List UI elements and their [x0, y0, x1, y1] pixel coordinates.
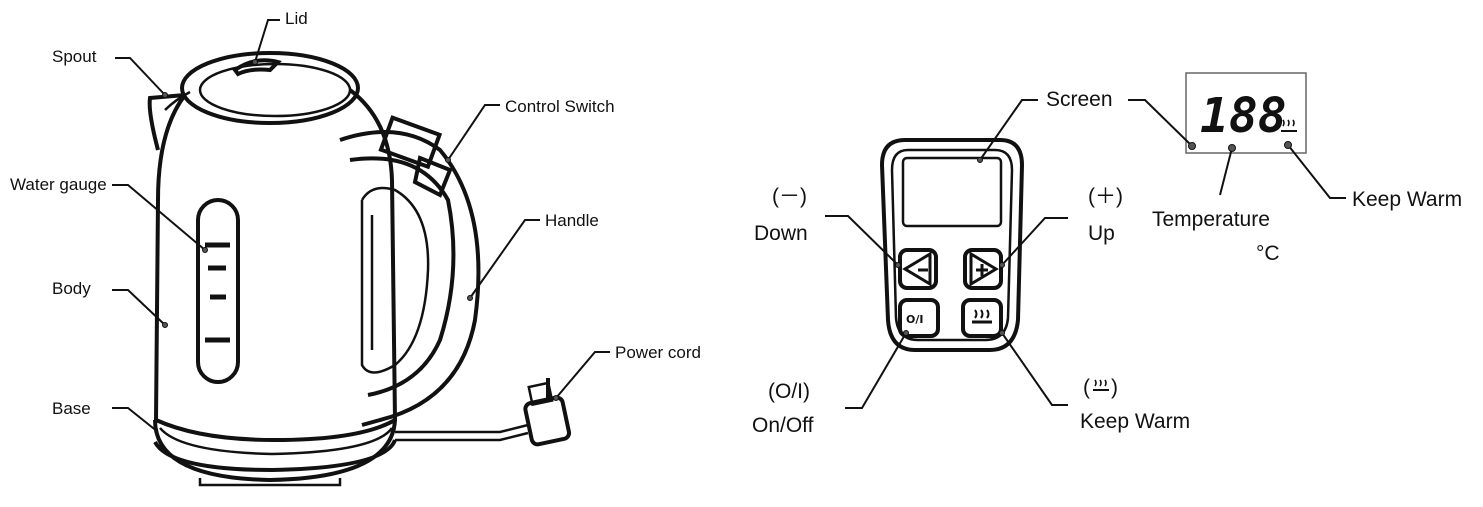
label-keepwarm: Keep Warm	[1080, 410, 1190, 433]
display-leaders	[1128, 99, 1346, 199]
label-temperature-unit: °C	[1256, 242, 1280, 265]
label-water-gauge: Water gauge	[10, 175, 107, 194]
label-lid: Lid	[285, 9, 308, 28]
label-onoff-symbol: (O/I)	[768, 380, 810, 403]
label-display-keep-warm: Keep Warm	[1352, 188, 1462, 211]
down-button[interactable]	[898, 248, 938, 290]
label-temperature: Temperature	[1152, 208, 1270, 231]
label-spout: Spout	[52, 47, 97, 66]
steam-icon	[1281, 119, 1297, 132]
label-down: Down	[754, 222, 808, 245]
steam-icon	[972, 309, 992, 324]
screen-window	[901, 156, 1003, 228]
lcd-display: 188	[1185, 72, 1307, 154]
onoff-button[interactable]: O/I	[898, 298, 940, 338]
svg-text:): )	[1111, 376, 1118, 399]
kettle-leaders	[112, 19, 610, 433]
label-control-switch: Control Switch	[505, 97, 615, 116]
label-body: Body	[52, 279, 91, 298]
steam-icon	[1093, 379, 1109, 391]
label-base: Base	[52, 399, 91, 418]
onoff-button-text: O/I	[906, 313, 923, 326]
keepwarm-button[interactable]	[961, 298, 1003, 338]
plus-icon	[976, 264, 988, 276]
label-down-symbol: (－)	[772, 185, 807, 208]
label-power-cord: Power cord	[615, 343, 701, 362]
panel-leaders	[825, 99, 1068, 409]
label-screen: Screen	[1046, 88, 1113, 111]
control-panel	[879, 138, 1025, 352]
label-keepwarm-symbol: ( )	[1083, 376, 1118, 399]
svg-text:(: (	[1083, 376, 1090, 399]
up-button[interactable]	[963, 248, 1003, 290]
label-up: Up	[1088, 222, 1115, 245]
display-digits: 188	[1200, 88, 1287, 144]
kettle-illustration	[147, 51, 572, 487]
label-handle: Handle	[545, 211, 599, 230]
label-up-symbol: (＋)	[1088, 185, 1123, 208]
label-onoff: On/Off	[752, 414, 814, 437]
